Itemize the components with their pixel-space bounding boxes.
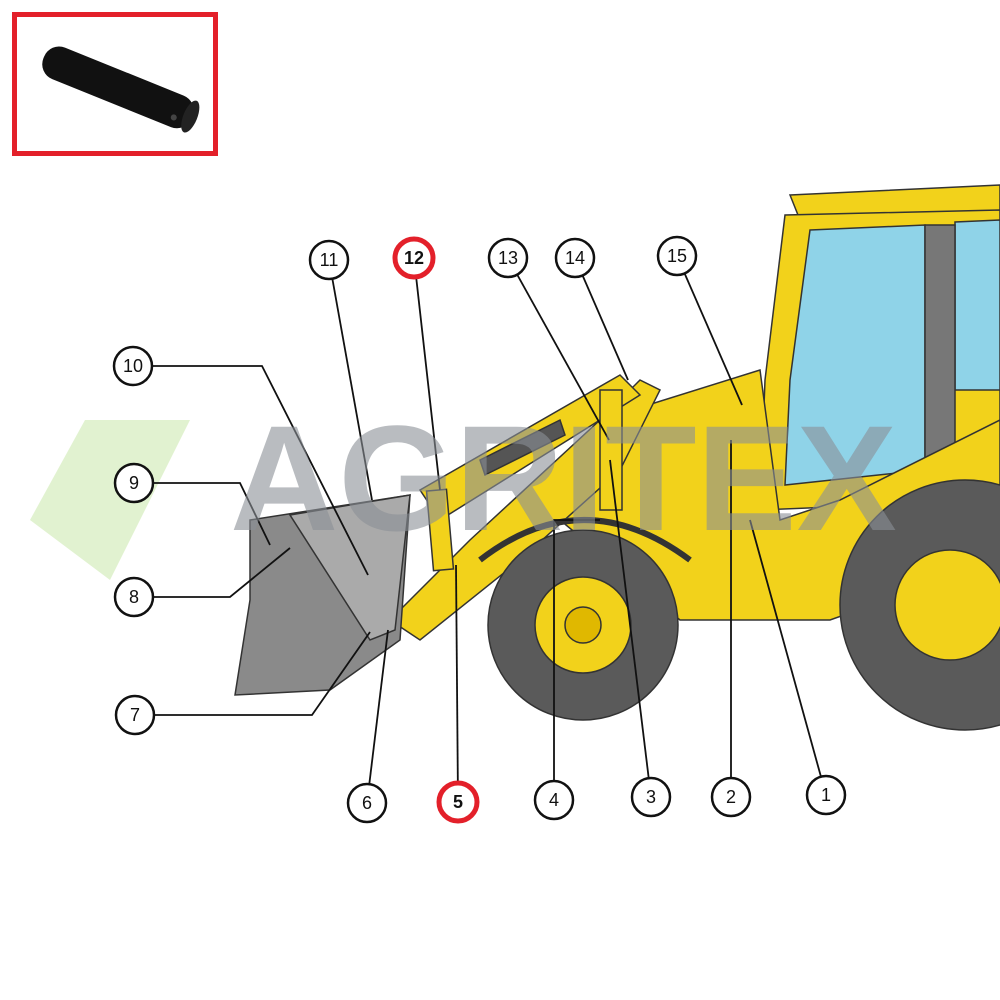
callout-14: 14 (554, 237, 596, 279)
watermark-logo-icon (30, 420, 190, 580)
svg-text:13: 13 (498, 248, 518, 268)
callout-5-highlighted: 5 (436, 780, 480, 824)
pin-image (42, 46, 200, 133)
callout-8: 8 (113, 576, 155, 618)
callout-1: 1 (805, 774, 847, 816)
callout-3: 3 (630, 776, 672, 818)
svg-text:15: 15 (667, 246, 687, 266)
svg-text:12: 12 (404, 248, 424, 268)
callout-11: 11 (308, 239, 350, 281)
backhoe-loader (234, 184, 1000, 731)
callout-2: 2 (710, 776, 752, 818)
svg-text:9: 9 (129, 473, 139, 493)
svg-text:1: 1 (821, 785, 831, 805)
callout-12-highlighted: 12 (392, 236, 436, 280)
callout-13: 13 (487, 237, 529, 279)
callout-6: 6 (346, 782, 388, 824)
svg-text:5: 5 (453, 792, 463, 812)
svg-text:8: 8 (129, 587, 139, 607)
product-inset (12, 12, 218, 156)
callout-10: 10 (112, 345, 154, 387)
callout-15: 15 (656, 235, 698, 277)
svg-text:4: 4 (549, 790, 559, 810)
callout-9: 9 (113, 462, 155, 504)
svg-text:7: 7 (130, 705, 140, 725)
svg-text:2: 2 (726, 787, 736, 807)
callout-7: 7 (114, 694, 156, 736)
svg-text:6: 6 (362, 793, 372, 813)
svg-text:11: 11 (320, 250, 339, 270)
svg-text:3: 3 (646, 787, 656, 807)
callout-4: 4 (533, 779, 575, 821)
svg-text:14: 14 (565, 248, 585, 268)
svg-text:10: 10 (123, 356, 143, 376)
leader-lines (133, 255, 827, 804)
